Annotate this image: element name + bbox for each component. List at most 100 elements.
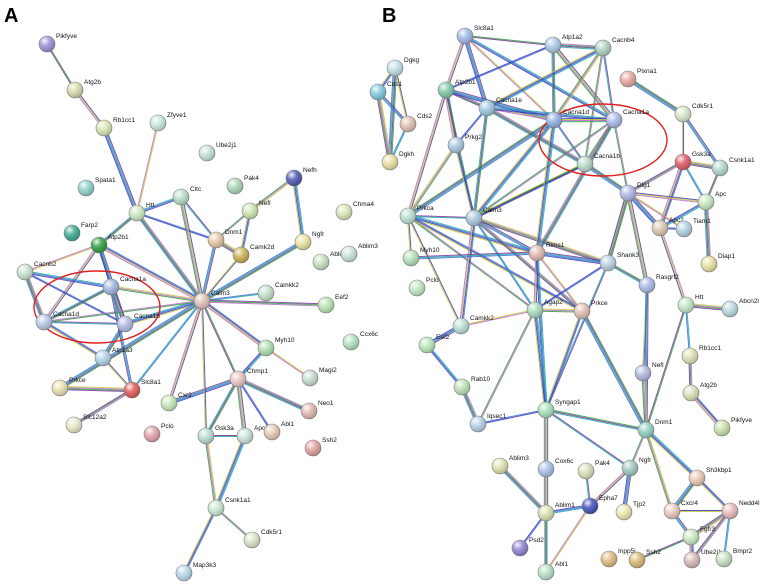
b-node-inpp5j[interactable]: Inpp5j [600, 548, 636, 568]
a-node-csnk1a1[interactable]: Csnk1a1 [207, 497, 251, 517]
b-node-tiam1[interactable]: Tiam1 [675, 218, 711, 238]
b-node-prkg2[interactable]: Prkg2 [447, 134, 482, 154]
a-node-calm3[interactable]: Calm3 [193, 290, 230, 310]
b-node-nefl[interactable]: Nefl [634, 362, 664, 382]
a-node-apc2[interactable]: Apc2 [236, 425, 269, 445]
b-node-pak4[interactable]: Pak4 [577, 460, 610, 480]
a-node-zfyve1[interactable]: Zfyve1 [149, 112, 187, 132]
a-node-atp2b1[interactable]: Atp2b1 [90, 234, 129, 254]
a-node-nefl[interactable]: Nefl [241, 200, 271, 220]
a-node-ube2j1[interactable]: Ube2j1 [198, 142, 237, 162]
a-node-ablim1[interactable]: Ablim1 [312, 251, 350, 271]
a-node-cxr2[interactable]: Cxr2 [160, 392, 192, 412]
a-node-abl1[interactable]: Abl1 [263, 421, 294, 441]
b-node-gsk3a[interactable]: Gsk3a [674, 151, 711, 171]
b-node-psd2[interactable]: Psd2 [511, 537, 544, 557]
b-node-dgkg[interactable]: Dgkg [386, 57, 420, 77]
b-node-cacna1e[interactable]: Cacna1e [478, 97, 522, 117]
a-node-pikfyve[interactable]: Pikfyve [38, 33, 77, 53]
b-node-epha7[interactable]: Epha7 [581, 495, 618, 515]
a-node-cltc[interactable]: Cltc [172, 186, 202, 206]
b-node-slc8a1[interactable]: Slc8a1 [456, 25, 494, 45]
b-node-rasgrf2[interactable]: Rasgrf2 [638, 274, 679, 294]
b-node-cdk5r1[interactable]: Cdk5r1 [674, 103, 713, 123]
a-node-camk2d[interactable]: Camk2d [232, 244, 275, 264]
a-node-cacna1d[interactable]: Cacna1d [35, 311, 79, 331]
a-node-pak4[interactable]: Pak4 [226, 175, 259, 195]
b-node-atp2b1[interactable]: Atp2b1 [437, 79, 476, 99]
b-node-cox6c[interactable]: Cox6c [537, 458, 574, 478]
b-node-pikfyve[interactable]: Pikfyve [713, 417, 752, 437]
b-node-syngap1[interactable]: Syngap1 [537, 399, 581, 419]
b-node-camkk2[interactable]: Camkk2 [452, 315, 494, 335]
b-node-apc2[interactable]: Apc2 [651, 217, 684, 237]
a-node-ccx6c[interactable]: Ccx6c [342, 331, 379, 351]
a-node-cdk5r1[interactable]: Cdk5r1 [243, 529, 282, 549]
a-node-cacnb2[interactable]: Cacnb2 [16, 261, 57, 281]
a-node-rb1cc1[interactable]: Rb1cc1 [95, 117, 135, 137]
b-node-prkce[interactable]: Prkce [573, 300, 608, 320]
b-node-iqsec1[interactable]: Iqsec1 [469, 413, 507, 433]
b-node-dlg1[interactable]: Dlg1 [619, 182, 651, 202]
b-node-diap1[interactable]: Diap1 [700, 253, 735, 273]
b-node-atp1a2[interactable]: Atp1a2 [544, 34, 583, 54]
b-node-shank3[interactable]: Shank3 [599, 252, 639, 272]
a-node-magi2[interactable]: Magi2 [301, 367, 337, 387]
b-node-cacnb4[interactable]: Cacnb4 [594, 37, 635, 57]
b-node-agap2[interactable]: Agap2 [526, 299, 563, 319]
b-node-ngfr[interactable]: Ngfr [621, 457, 652, 477]
b-node-ablim3[interactable]: Ablim3 [491, 455, 529, 475]
a-node-ssh2[interactable]: Ssh2 [304, 437, 337, 457]
b-node-atg2b[interactable]: Atg2b [682, 382, 717, 402]
b-node-calm3[interactable]: Calm3 [465, 207, 502, 227]
a-node-atp1a3[interactable]: Atp1a3 [94, 347, 133, 367]
b-node-eef2[interactable]: Eef2 [418, 334, 450, 354]
b-node-ssh2[interactable]: Ssh2 [628, 549, 661, 569]
a-node-ablim3[interactable]: Ablim3 [340, 243, 378, 263]
b-node-fgfr3[interactable]: Fgfr3 [682, 526, 716, 546]
a-node-eef2[interactable]: Eef2 [317, 294, 349, 314]
a-node-camkk2[interactable]: Camkk2 [257, 282, 299, 302]
a-node-slc12a2[interactable]: Slc12a2 [65, 414, 107, 434]
b-node-abl1[interactable]: Abl1 [537, 561, 568, 581]
a-node-atg2b[interactable]: Atg2b [66, 79, 101, 99]
a-node-prkce[interactable]: Prkce [51, 377, 86, 397]
b-node-dgkh[interactable]: Dgkh [381, 151, 415, 171]
a-node-cacna1b[interactable]: Cacna1b [116, 313, 160, 333]
b-node-htt[interactable]: Htt [677, 294, 704, 314]
a-node-gsk3a[interactable]: Gsk3a [197, 425, 234, 445]
b-node-rims1[interactable]: Rims1 [528, 242, 565, 262]
a-node-htt[interactable]: Htt [128, 202, 155, 222]
b-node-cacna1b[interactable]: Cacna1b [576, 153, 620, 173]
b-node-apc[interactable]: Apc [697, 191, 727, 211]
b-node-abcn2l[interactable]: Abcn2l [721, 298, 759, 318]
b-node-cds2[interactable]: Cds2 [399, 113, 433, 133]
a-node-chmp1[interactable]: Chmp1 [229, 368, 268, 388]
a-node-pclo[interactable]: Pclo [143, 423, 174, 443]
a-node-ngfr[interactable]: Ngfr [294, 231, 325, 251]
b-node-dnm1[interactable]: Dnm1 [637, 419, 673, 439]
b-node-sh3kbp1[interactable]: Sh3kbp1 [688, 467, 732, 487]
a-node-neo1[interactable]: Neo1 [300, 400, 334, 420]
a-node-cacna1a[interactable]: Cacna1a [102, 276, 146, 296]
b-node-csnk1a1[interactable]: Csnk1a1 [711, 157, 755, 177]
b-node-rb1cc1[interactable]: Rb1cc1 [681, 345, 721, 365]
a-node-chma4[interactable]: Chma4 [335, 201, 374, 221]
b-node-cds1[interactable]: Cds1 [369, 81, 403, 101]
a-node-nefh[interactable]: Nefh [285, 167, 317, 187]
b-node-cxcr4[interactable]: Cxcr4 [663, 500, 698, 520]
a-node-map3k3[interactable]: Map3k3 [175, 562, 217, 582]
b-node-cacna1d[interactable]: Cacna1d [545, 109, 589, 129]
b-node-ablim1[interactable]: Ablim1 [537, 502, 575, 522]
b-node-myh10[interactable]: Myh10 [402, 247, 440, 267]
b-node-plxna1[interactable]: Plxna1 [619, 68, 657, 88]
b-node-bmpr2[interactable]: Bmpr2 [715, 548, 753, 568]
a-node-spata1[interactable]: Spata1 [77, 177, 116, 197]
b-node-ube2j1[interactable]: Ube2j1 [683, 549, 722, 569]
b-node-cacna1a[interactable]: Cacna1a [605, 109, 649, 129]
a-node-dnm1[interactable]: Dnm1 [207, 229, 243, 249]
b-node-nedd4l[interactable]: Nedd4l [721, 500, 760, 520]
a-node-farp2[interactable]: Farp2 [63, 222, 98, 242]
b-node-pclo[interactable]: Pclo [408, 277, 439, 297]
b-node-prkca[interactable]: Prkca [399, 205, 434, 225]
